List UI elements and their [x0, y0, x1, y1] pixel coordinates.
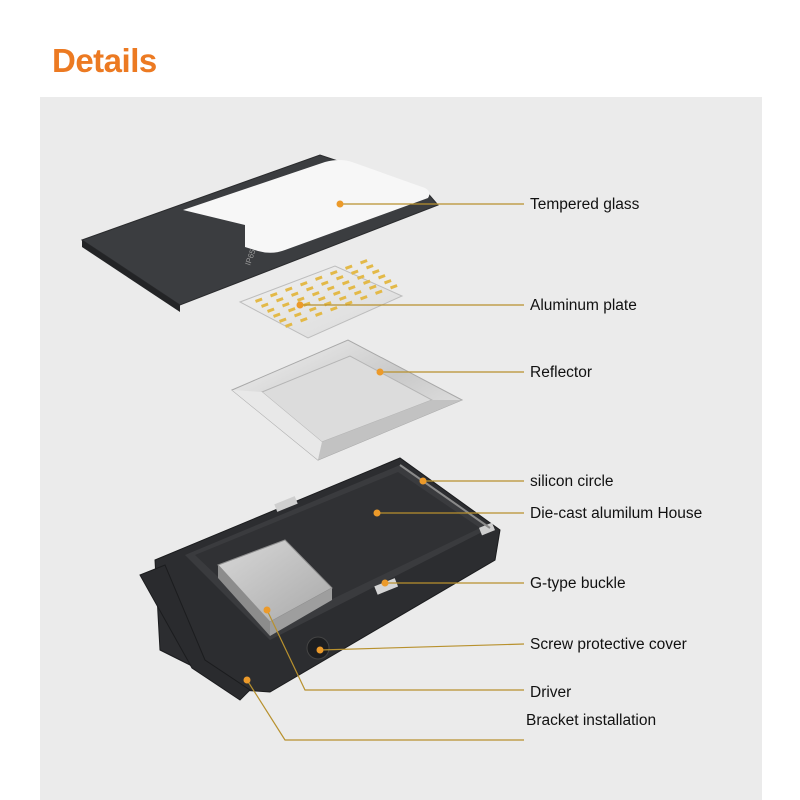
led-chip	[276, 297, 284, 303]
led-chip	[300, 281, 308, 287]
led-chip	[267, 307, 275, 313]
led-chip	[333, 290, 341, 296]
led-chip	[351, 269, 359, 275]
dot-reflector	[376, 368, 384, 376]
led-chip	[297, 296, 305, 302]
led-chip	[390, 284, 398, 290]
led-chip	[330, 270, 338, 276]
label-silicon-circle: silicon circle	[530, 473, 614, 490]
led-chip	[273, 312, 281, 318]
dot-tempered-glass	[336, 200, 344, 208]
leader-screw-cover	[319, 643, 525, 651]
led-chip	[375, 289, 383, 295]
dot-bracket	[243, 676, 251, 684]
page-title: Details	[52, 42, 157, 79]
label-reflector: Reflector	[530, 364, 593, 381]
led-chip	[327, 285, 335, 291]
leader-dots	[243, 200, 427, 684]
led-chip	[318, 296, 326, 302]
led-chip	[288, 307, 296, 313]
label-housing: Die-cast alumilum House	[530, 505, 703, 522]
led-chip	[345, 264, 353, 270]
led-chip	[384, 279, 392, 285]
led-chip	[291, 291, 299, 297]
label-tempered-glass: Tempered glass	[530, 196, 640, 213]
led-chip	[300, 317, 308, 323]
dot-g-type-buckle	[381, 579, 389, 587]
reflector-part	[231, 339, 464, 461]
tempered-glass-part: IP65	[80, 154, 439, 312]
label-g-type-buckle: G-type buckle	[530, 575, 626, 592]
led-chip	[348, 285, 356, 291]
led-chip	[366, 264, 374, 270]
led-chip	[255, 297, 263, 303]
led-chip	[369, 284, 377, 290]
led-chip	[372, 269, 380, 275]
led-grid	[255, 259, 398, 328]
dot-aluminum-plate	[296, 301, 304, 309]
led-chip	[285, 286, 293, 292]
led-chip	[354, 290, 362, 296]
leader-bracket	[246, 679, 524, 741]
led-chip	[306, 286, 314, 292]
dot-screw-cover	[316, 646, 324, 654]
dot-housing	[373, 509, 381, 517]
label-driver: Driver	[530, 684, 572, 701]
led-chip	[261, 302, 269, 308]
led-chip	[339, 295, 347, 301]
led-chip	[342, 280, 350, 286]
led-chip	[336, 275, 344, 281]
led-chip	[357, 274, 365, 280]
led-chip	[378, 274, 386, 280]
led-chip	[360, 259, 368, 265]
led-chip	[360, 295, 368, 301]
led-chip	[309, 306, 317, 312]
aluminum-plate-part	[238, 259, 404, 339]
label-screw-cover: Screw protective cover	[530, 636, 687, 653]
led-chip	[282, 302, 290, 308]
led-chip	[270, 292, 278, 298]
label-aluminum-plate: Aluminum plate	[530, 297, 637, 314]
led-chip	[312, 291, 320, 297]
led-chip	[321, 280, 329, 286]
driver-part	[217, 539, 333, 636]
led-chip	[330, 306, 338, 312]
led-chip	[279, 317, 287, 323]
leader-driver	[266, 609, 524, 691]
leader-lines	[246, 203, 525, 741]
dot-driver	[263, 606, 271, 614]
led-chip	[363, 279, 371, 285]
led-chip	[294, 312, 302, 318]
dot-silicon-circle	[419, 477, 427, 485]
label-bracket: Bracket installation	[526, 712, 657, 729]
led-chip	[315, 275, 323, 281]
led-chip	[315, 311, 323, 317]
led-chip	[285, 322, 293, 328]
